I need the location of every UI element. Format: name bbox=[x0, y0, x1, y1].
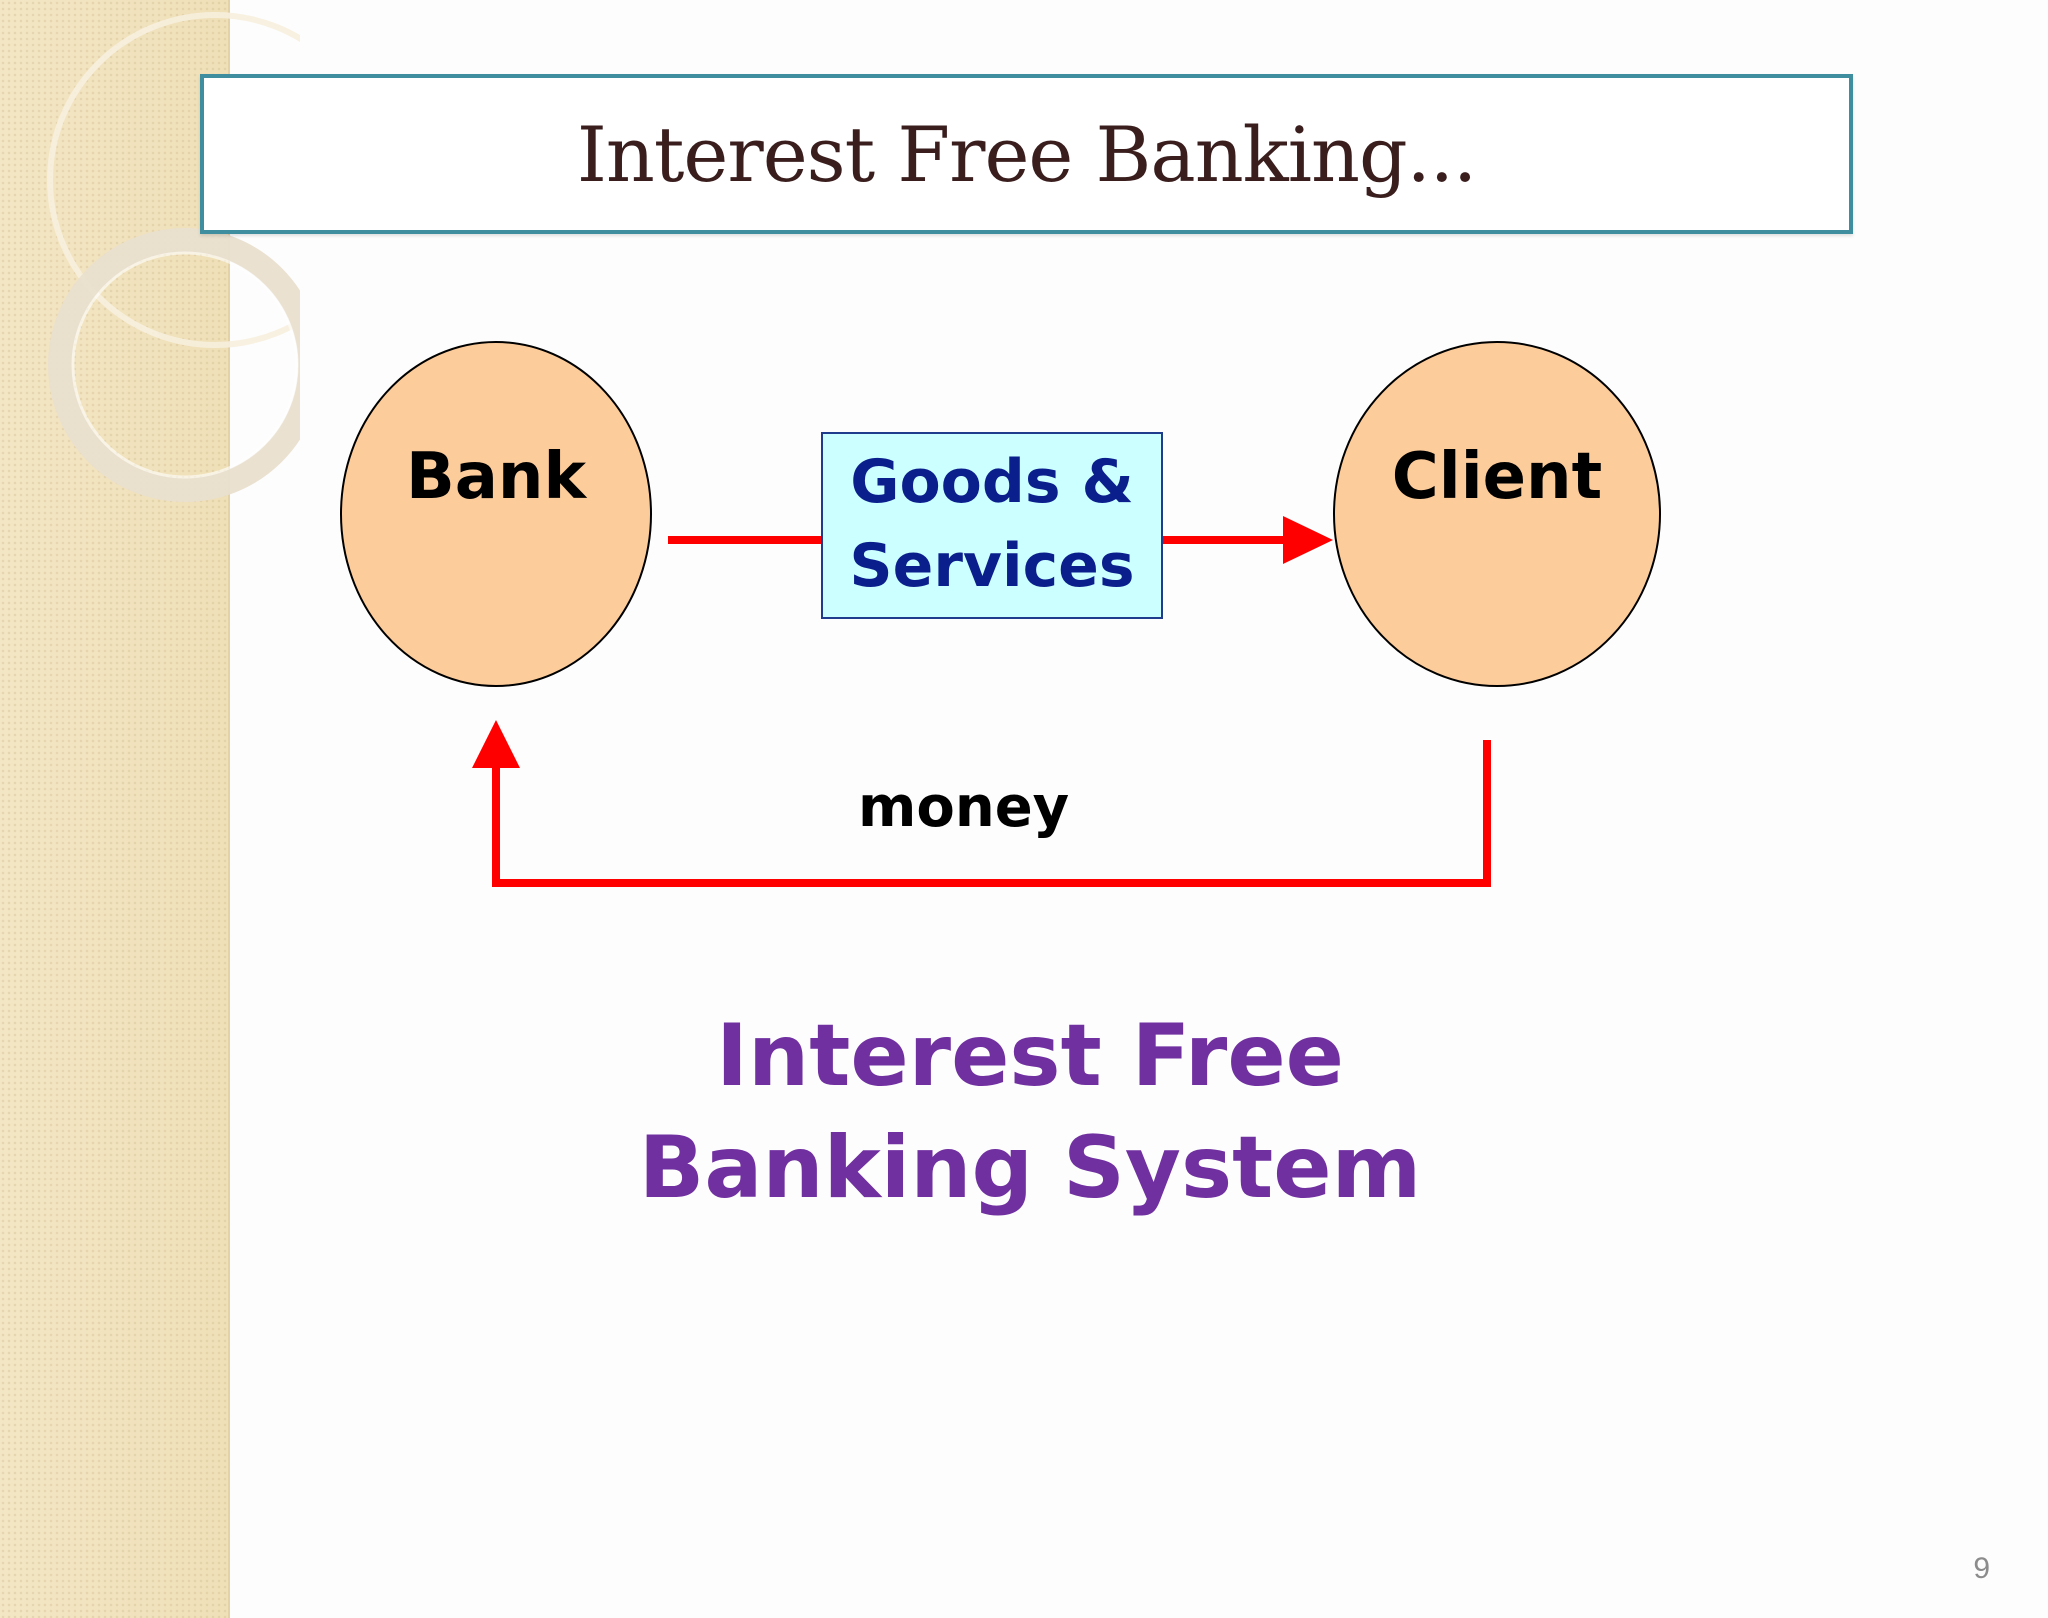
client-node bbox=[1333, 341, 1661, 687]
caption-line2: Banking System bbox=[638, 1118, 1422, 1218]
money-label: money bbox=[858, 775, 1070, 840]
bank-node bbox=[340, 341, 652, 687]
arrowhead-to-bank bbox=[472, 720, 520, 768]
caption-line1: Interest Free bbox=[716, 1006, 1344, 1106]
client-label: Client bbox=[1391, 440, 1603, 514]
caption: Interest Free Banking System bbox=[560, 1000, 1500, 1224]
page-number: 9 bbox=[1973, 1552, 1990, 1585]
arrowhead-to-client bbox=[1283, 516, 1333, 564]
money-return-arrow bbox=[492, 740, 1491, 887]
title-box: Interest Free Banking... bbox=[200, 74, 1853, 234]
goods-services-box bbox=[821, 432, 1163, 619]
decorative-rings bbox=[47, 12, 300, 502]
bank-label: Bank bbox=[405, 440, 587, 514]
goods-services-line2: Services bbox=[849, 531, 1135, 601]
slide-title: Interest Free Banking... bbox=[576, 109, 1477, 199]
goods-services-label: Goods & Services bbox=[822, 440, 1162, 608]
goods-services-line1: Goods & bbox=[850, 447, 1134, 517]
